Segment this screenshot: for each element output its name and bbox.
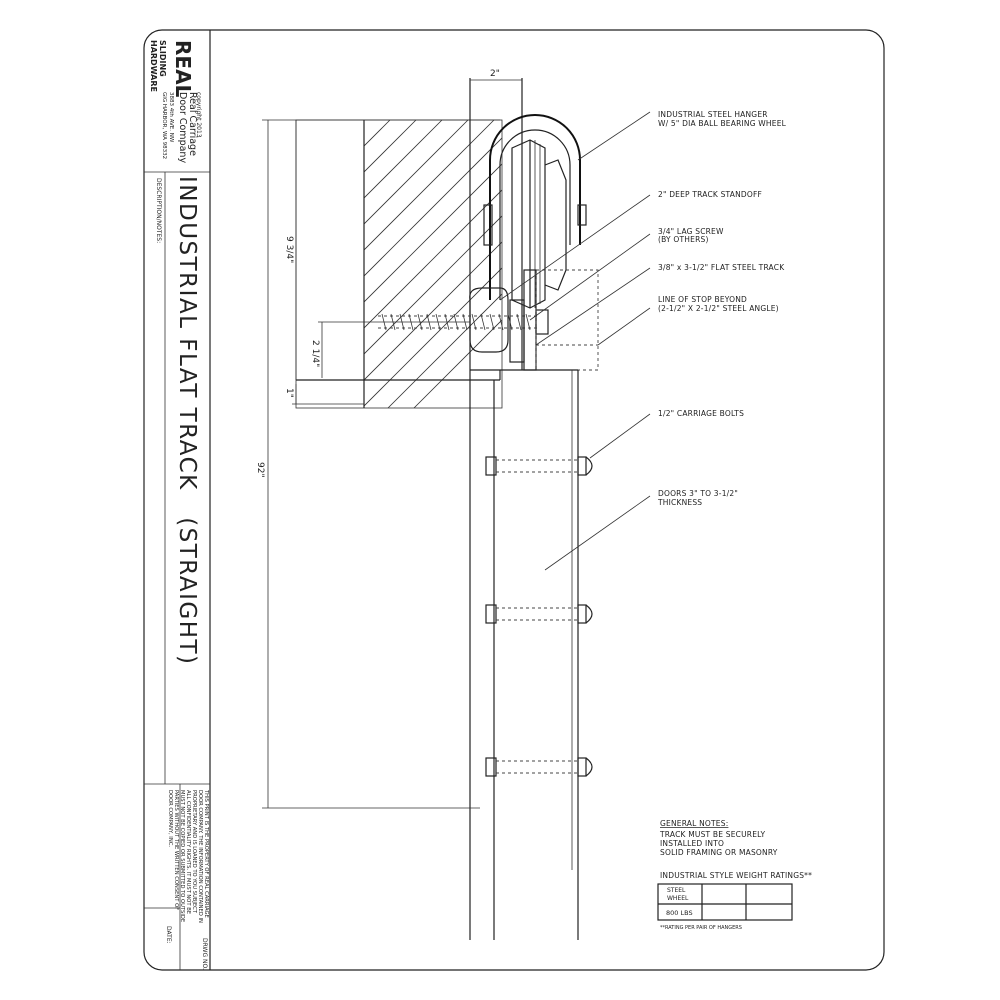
- callout-stop-line2: (2-1/2" X 2-1/2" STEEL ANGLE): [658, 304, 779, 313]
- callout-hanger-line1: INDUSTRIAL STEEL HANGER: [658, 110, 768, 119]
- hatch-line: [413, 319, 502, 408]
- carriage-bolt: [485, 456, 593, 476]
- notice-line: MUST NOT BE COPIED OR SUBMITTED TO OUTSI…: [179, 790, 185, 922]
- dim-9-3-4-text: 9 3/4": [284, 236, 294, 263]
- company-name-line2: Door Company: [177, 92, 188, 163]
- notes-line: SOLID FRAMING OR MASONRY: [660, 848, 778, 857]
- screw-thread: [399, 313, 405, 331]
- hatch-line: [364, 241, 502, 381]
- callout-bolts: 1/2" CARRIAGE BOLTS: [658, 409, 744, 418]
- hatch-line: [364, 120, 495, 251]
- logo: REAL SLIDING HARDWARE: [149, 40, 195, 98]
- callout-stop-line1: LINE OF STOP BEYOND: [658, 295, 747, 304]
- property-notice: THIS PRINT IS THE PROPERTY OF REAL CARRI…: [167, 789, 209, 923]
- ratings-value: 800 LBS: [666, 909, 693, 917]
- callout-doors-line1: DOORS 3" TO 3-1/2": [658, 489, 738, 498]
- ratings-row-label-2: WHEEL: [667, 895, 689, 902]
- dim-2-1-4-text: 2 1/4": [310, 340, 320, 367]
- notice-line: DOOR COMPANY, INC.: [167, 790, 173, 847]
- address-line2: GIG HARBOR, WA 98332: [161, 92, 167, 159]
- logo-mid-text: SLIDING: [158, 40, 167, 77]
- notice-line: THIS PRINT IS THE PROPERTY OF REAL CARRI…: [203, 789, 209, 918]
- callout-lag-line2: (BY OTHERS): [658, 235, 709, 244]
- screw-thread: [507, 313, 513, 331]
- copyright-text: copyright 2013: [195, 92, 202, 138]
- hatch-line: [364, 137, 502, 277]
- hatch-line: [364, 120, 443, 199]
- screw-thread: [408, 313, 414, 331]
- screw-thread: [390, 313, 396, 331]
- screw-thread: [453, 313, 459, 331]
- carriage-bolt: [485, 757, 593, 777]
- notice-line: DOOR COMPANY. THE INFORMATION CONTAINED …: [197, 790, 203, 923]
- callout-hanger-line2: W/ 5" DIA BALL BEARING WHEEL: [658, 119, 787, 128]
- notes-line: INSTALLED INTO: [660, 839, 724, 848]
- screw-thread: [435, 313, 441, 331]
- screw-thread: [480, 313, 486, 331]
- dim-2in: 2": [470, 69, 522, 81]
- screw-thread: [516, 313, 522, 331]
- screw-thread: [417, 313, 423, 331]
- drawing-title: INDUSTRIAL FLAT TRACK (STRAIGHT): [174, 176, 200, 666]
- notes-heading: GENERAL NOTES:: [660, 819, 728, 828]
- dim-1in-text: 1": [284, 388, 294, 398]
- notice-line: PARTIES WITHOUT THE WRITTEN CONSENT OF: [173, 790, 179, 910]
- screw-thread: [462, 313, 468, 331]
- leader-lines: [499, 111, 651, 571]
- weight-ratings-table: INDUSTRIAL STYLE WEIGHT RATINGS** STEEL …: [657, 871, 812, 931]
- carriage-bolt: [485, 604, 593, 624]
- screw-thread: [471, 313, 477, 331]
- hatch-line: [364, 120, 417, 173]
- dim-1in: 1": [284, 384, 364, 405]
- door-panel: [470, 369, 579, 940]
- hatch-line: [364, 215, 502, 355]
- dim-92: 92": [255, 120, 480, 809]
- dim-2in-text: 2": [490, 69, 500, 79]
- screw-thread: [426, 313, 432, 331]
- address-line1: 3883 4th AVE. NW: [168, 92, 174, 143]
- notice-line: ALL CONFIDENTIALITY RIGHTS. IT MUST NOT …: [185, 790, 191, 914]
- screw-thread: [444, 313, 450, 331]
- dim-2-1-4: 2 1/4": [310, 321, 470, 378]
- hatch-line: [364, 189, 502, 329]
- hanger-assembly: [483, 114, 587, 309]
- ratings-heading: INDUSTRIAL STYLE WEIGHT RATINGS**: [660, 871, 812, 880]
- hatch-line: [364, 120, 469, 225]
- screw-thread: [525, 313, 531, 331]
- drawing-number-label: DRWG NO.: [201, 938, 208, 970]
- hatch-line: [364, 267, 502, 407]
- description-label: DESCRIPTION/NOTES:: [155, 178, 162, 243]
- screw-thread: [489, 313, 495, 331]
- logo-top-text: REAL: [171, 40, 195, 98]
- ratings-row-label-1: STEEL: [667, 887, 686, 894]
- ratings-footnote: **RATING PER PAIR OF HANGERS: [660, 925, 742, 931]
- wall-section: [295, 119, 503, 409]
- screw-thread: [498, 313, 504, 331]
- notes-line: TRACK MUST BE SECURELY: [659, 830, 766, 839]
- logo-bottom-text: HARDWARE: [149, 40, 158, 92]
- callout-lag-line1: 3/4" LAG SCREW: [658, 227, 724, 236]
- hatch-line: [364, 163, 502, 303]
- dim-9-3-4: 9 3/4": [284, 120, 297, 380]
- screw-thread: [381, 313, 387, 331]
- sheet-border: [143, 29, 885, 971]
- date-label: DATE:: [165, 926, 172, 944]
- notice-line: PROPRIETARY AND IS LOANED TO YOU SUBJECT: [191, 790, 197, 914]
- lag-screw: [378, 309, 549, 335]
- callout-track: 3/8" x 3-1/2" FLAT STEEL TRACK: [658, 263, 785, 272]
- callout-doors-line2: THICKNESS: [657, 498, 702, 507]
- company-name-line1: Real Carriage: [187, 92, 198, 156]
- dim-92-text: 92": [255, 462, 265, 478]
- callout-standoff: 2" DEEP TRACK STANDOFF: [658, 190, 762, 199]
- hatch-line: [387, 293, 502, 408]
- general-notes: GENERAL NOTES: TRACK MUST BE SECURELY IN…: [659, 819, 778, 857]
